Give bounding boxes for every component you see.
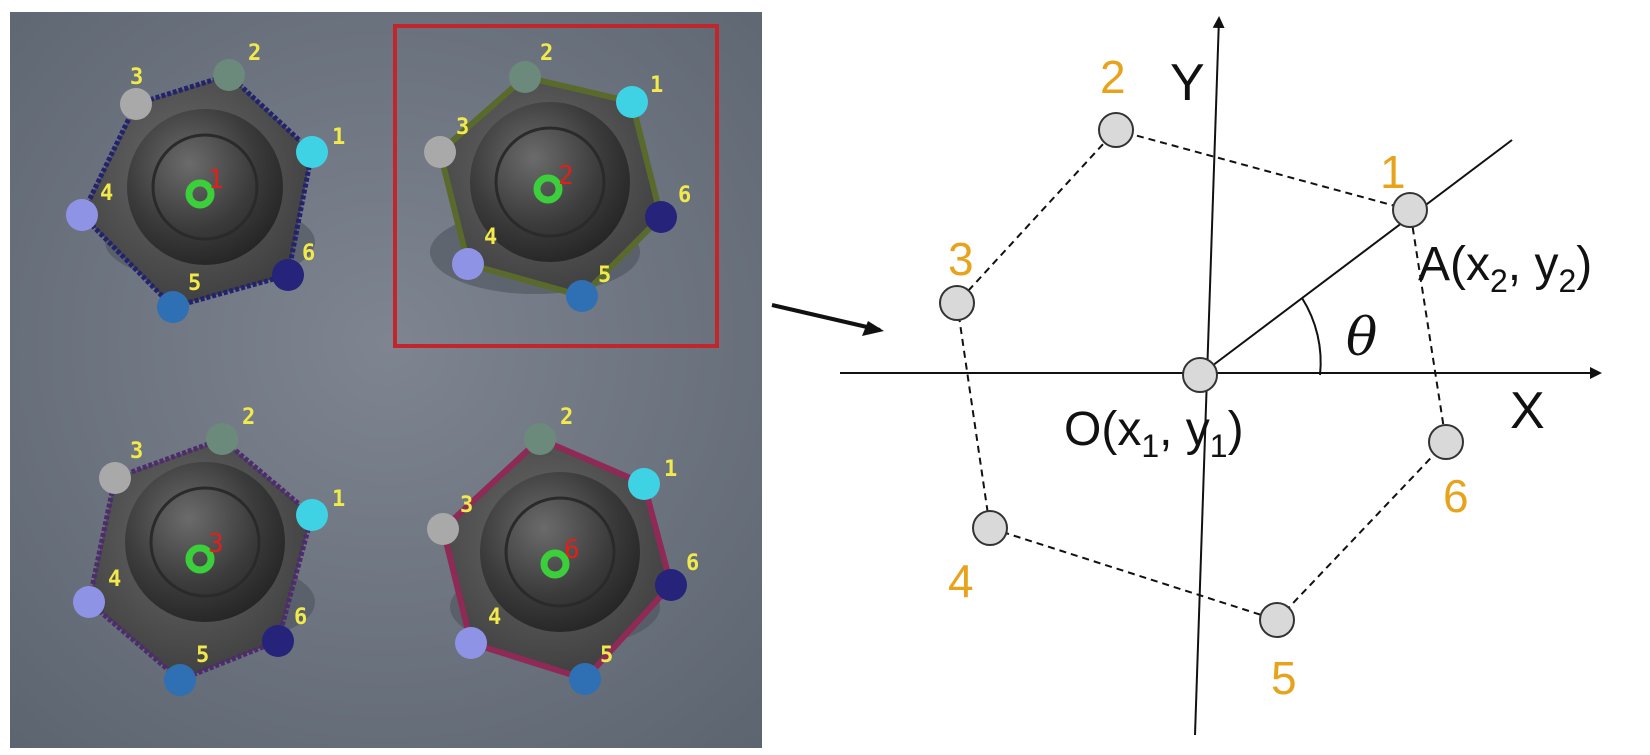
bolt-2-vertex-4 (452, 248, 484, 280)
ray-oa (1199, 139, 1513, 376)
diagram-vertices (939, 112, 1464, 638)
bolt-2-vertex-1 (616, 86, 648, 118)
bolt-4-label-5: 5 (600, 643, 613, 668)
bolt-2-label-4: 4 (484, 225, 497, 250)
bolt-2-label-3: 3 (456, 115, 469, 140)
bolt-4-vertex-3 (427, 513, 459, 545)
y-axis-label: Y (1170, 54, 1205, 112)
bolt-4-label-6: 6 (686, 551, 699, 576)
bolt-3-label-5: 5 (196, 643, 209, 668)
bolt-4-vertex-5 (569, 663, 601, 695)
bolt-4-number: 6 (564, 535, 580, 565)
bolt-4-label-3: 3 (460, 493, 473, 518)
bolt-2-cap (470, 102, 630, 262)
vertex-label-3: 3 (948, 233, 974, 285)
bolt-3-label-1: 1 (332, 487, 345, 512)
bolt-4-center-marker (540, 549, 570, 579)
bolt-1: 1 2 3 4 5 6 1 (66, 41, 345, 323)
bolt-2-label-6: 6 (678, 183, 691, 208)
vertex-label-4: 4 (948, 555, 974, 607)
bolt-4: 1 2 3 4 5 6 6 (427, 405, 699, 695)
diagram-vertex-6 (1428, 424, 1464, 460)
bolt-3-vertex-3 (99, 462, 131, 494)
bolt-1-vertex-3 (120, 88, 152, 120)
bolt-3-keypoints: 1 2 3 4 5 6 (73, 405, 345, 696)
photo-background (10, 12, 762, 748)
bolt-2-vertex-3 (424, 136, 456, 168)
bolt-2-label-5: 5 (598, 263, 611, 288)
bolt-4-vertex-4 (455, 627, 487, 659)
vertex-label-2: 2 (1100, 51, 1126, 103)
bolt-1-vertex-2 (213, 59, 245, 91)
bolt-3-label-6: 6 (294, 605, 307, 630)
bolt-1-cap-ring (151, 133, 259, 241)
bolt-2-center-marker (533, 174, 563, 204)
bolt-2-vertex-2 (509, 61, 541, 93)
vertex-label-5: 5 (1271, 652, 1297, 704)
bolt-4-cap-ring (504, 496, 616, 608)
bolt-3-vertex-4 (73, 586, 105, 618)
origin-label: O(x1, y1) (1064, 403, 1244, 464)
bolt-1-center-marker (185, 179, 215, 209)
bolt-1-label-3: 3 (130, 65, 143, 90)
vertex-label-1: 1 (1380, 146, 1406, 198)
bolt-2-cap-ring (494, 126, 606, 238)
bolt-2-vertex-6 (645, 201, 677, 233)
bolt-1-vertex-6 (272, 259, 304, 291)
bolt-3-vertex-5 (164, 664, 196, 696)
bolt-1-vertex-5 (157, 291, 189, 323)
pointer-arrow (771, 303, 881, 332)
bolt-3-label-3: 3 (130, 439, 143, 464)
x-axis-label: X (1510, 382, 1545, 440)
bolt-1-label-1: 1 (332, 125, 345, 150)
vertex-label-6: 6 (1443, 470, 1469, 522)
bolt-1-vertex-1 (296, 136, 328, 168)
bolt-3-cap (125, 462, 285, 622)
diagram-vertex-1 (1392, 192, 1428, 228)
angle-arc (1301, 297, 1322, 376)
point-a-label: A(x2, y2) (1418, 238, 1592, 299)
bolt-4-vertex-6 (655, 569, 687, 601)
bolt-1-vertex-4 (66, 199, 98, 231)
bolt-2-label-2: 2 (540, 41, 553, 66)
bolt-4-vertex-2 (524, 423, 556, 455)
bolt-3-label-2: 2 (242, 405, 255, 430)
bolt-4-label-2: 2 (560, 405, 573, 430)
bolt-2-label-1: 1 (650, 73, 663, 98)
bolt-1-keypoints: 1 2 3 4 5 6 (66, 41, 345, 323)
bolt-4-vertex-1 (628, 468, 660, 500)
bolt-3-label-4: 4 (108, 567, 121, 592)
bolt-3-cap-ring (149, 486, 261, 598)
bolt-3-number: 3 (208, 529, 224, 559)
bolt-1-label-5: 5 (188, 271, 201, 296)
bolt-1-label-6: 6 (302, 241, 315, 266)
coordinate-diagram: 1 2 3 4 5 6 Y X θ A(x2, y2) O(x1, y1) (771, 16, 1602, 736)
pointer-arrow-head (862, 321, 884, 336)
bolt-3-vertex-2 (206, 423, 238, 455)
bolt-3: 1 2 3 4 5 6 3 (73, 405, 345, 696)
diagram-vertex-2 (1098, 112, 1134, 148)
bolt-2-number: 2 (558, 161, 574, 191)
bolt-3-center-marker (185, 544, 215, 574)
selected-bolt-box (393, 24, 719, 348)
origin-point (1182, 357, 1218, 393)
bolt-3-vertex-1 (296, 499, 328, 531)
bolt-2-keypoints: 1 2 3 4 5 6 (424, 41, 691, 312)
bolt-1-label-2: 2 (248, 41, 261, 66)
bolt-3-vertex-6 (262, 625, 294, 657)
bolt-2: 1 2 3 4 5 6 2 (424, 41, 691, 312)
bolt-4-keypoints: 1 2 3 4 5 6 (427, 405, 699, 695)
diagram-vertex-5 (1259, 602, 1295, 638)
bolt-detection-photo: 1 2 3 4 5 6 1 1 2 3 4 5 6 (10, 12, 762, 748)
diagram-vertex-4 (972, 510, 1008, 546)
diagram-vertex-3 (939, 285, 975, 321)
bolt-2-vertex-5 (566, 280, 598, 312)
theta-label: θ (1346, 308, 1377, 368)
bolt-4-label-4: 4 (488, 605, 501, 630)
bolt-1-number: 1 (208, 165, 224, 195)
bolt-4-label-1: 1 (664, 457, 677, 482)
bolt-1-label-4: 4 (100, 181, 113, 206)
